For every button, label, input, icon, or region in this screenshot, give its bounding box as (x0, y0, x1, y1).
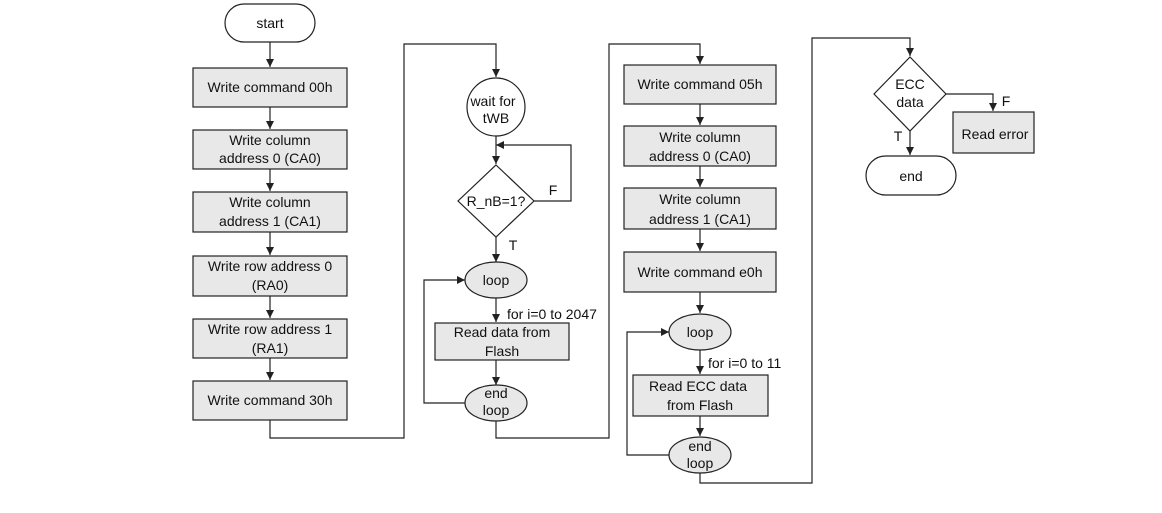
step-label: (RA1) (252, 340, 289, 356)
wait-label: tWB (483, 110, 509, 126)
wait-for-twb-node: wait for tWB (466, 77, 526, 137)
step-label: address 0 (CA0) (649, 148, 751, 164)
step-label: Write command 05h (637, 76, 762, 92)
step-write-command-30h: Write command 30h (192, 380, 348, 421)
loop2-range-label: for i=0 to 11 (708, 355, 782, 371)
loop-label: loop (687, 324, 714, 340)
step-write-column-address-1-b: Write column address 1 (CA1) (623, 187, 777, 230)
step-write-row-address-1: Write row address 1 (RA1) (192, 318, 348, 359)
end-loop-label: loop (687, 455, 714, 471)
step-label: Read ECC data (649, 378, 747, 394)
end-terminal: end (865, 155, 957, 196)
read-error-box: Read error (952, 111, 1035, 154)
step-label: Write command e0h (637, 264, 762, 280)
rnb-decision: R_nB=1? (457, 164, 535, 238)
step-write-command-e0h: Write command e0h (623, 251, 777, 293)
loop1-range-label: for i=0 to 2047 (507, 306, 597, 322)
false-label: F (549, 182, 558, 198)
step-write-column-address-0-b: Write column address 0 (CA0) (623, 125, 777, 167)
step-label: Write column (659, 191, 740, 207)
loop2-start: loop (668, 313, 732, 351)
connector-loop1-back (423, 276, 465, 404)
start-label: start (256, 15, 283, 31)
decision-label: ECC (895, 76, 925, 92)
decision-label: data (896, 94, 923, 110)
true-label: T (894, 128, 903, 144)
step-label: (RA0) (252, 277, 289, 293)
step-read-data-from-flash: Read data from Flash (434, 322, 570, 361)
step-write-column-address-0: Write column address 0 (CA0) (192, 129, 348, 170)
step-write-row-address-0: Write row address 0 (RA0) (192, 255, 348, 297)
loop1-start: loop (464, 261, 528, 299)
start-terminal: start (224, 3, 316, 43)
step-label: Write column (659, 129, 740, 145)
false-label: F (1002, 93, 1011, 109)
step-label: Read data from (454, 324, 551, 340)
connector-loop2-back (626, 328, 669, 456)
step-write-column-address-1: Write column address 1 (CA1) (192, 191, 348, 233)
step-write-command-05h: Write command 05h (623, 64, 777, 105)
step-label: Write column (229, 132, 310, 148)
end-loop-label: loop (483, 402, 510, 418)
step-label: address 1 (CA1) (219, 213, 321, 229)
step-label: address 0 (CA0) (219, 150, 321, 166)
error-label: Read error (962, 126, 1029, 142)
step-read-ecc-data: Read ECC data from Flash (632, 374, 769, 417)
step-label: Write column (229, 194, 310, 210)
wait-label: wait for (469, 93, 515, 109)
step-label: Write command 00h (207, 79, 332, 95)
loop2-end: end loop (668, 436, 732, 474)
loop1-end: end loop (464, 384, 528, 422)
end-loop-label: end (484, 385, 507, 401)
end-loop-label: end (688, 438, 711, 454)
connector-to-ecc (699, 37, 914, 484)
end-label: end (899, 168, 922, 184)
decision-label: R_nB=1? (467, 193, 526, 209)
step-write-command-00h: Write command 00h (192, 67, 348, 108)
step-label: Flash (485, 343, 519, 359)
connector-to-wait (269, 43, 500, 439)
connector-to-col3 (495, 43, 704, 439)
ecc-data-decision: ECC data (873, 56, 947, 132)
step-label: from Flash (667, 397, 733, 413)
connector-false-loop (496, 141, 572, 202)
step-label: Write command 30h (207, 392, 332, 408)
step-label: address 1 (CA1) (649, 211, 751, 227)
step-label: Write row address 0 (208, 258, 332, 274)
true-label: T (509, 237, 518, 253)
connector-false (946, 93, 997, 111)
step-label: Write row address 1 (208, 321, 332, 337)
loop-label: loop (483, 272, 510, 288)
